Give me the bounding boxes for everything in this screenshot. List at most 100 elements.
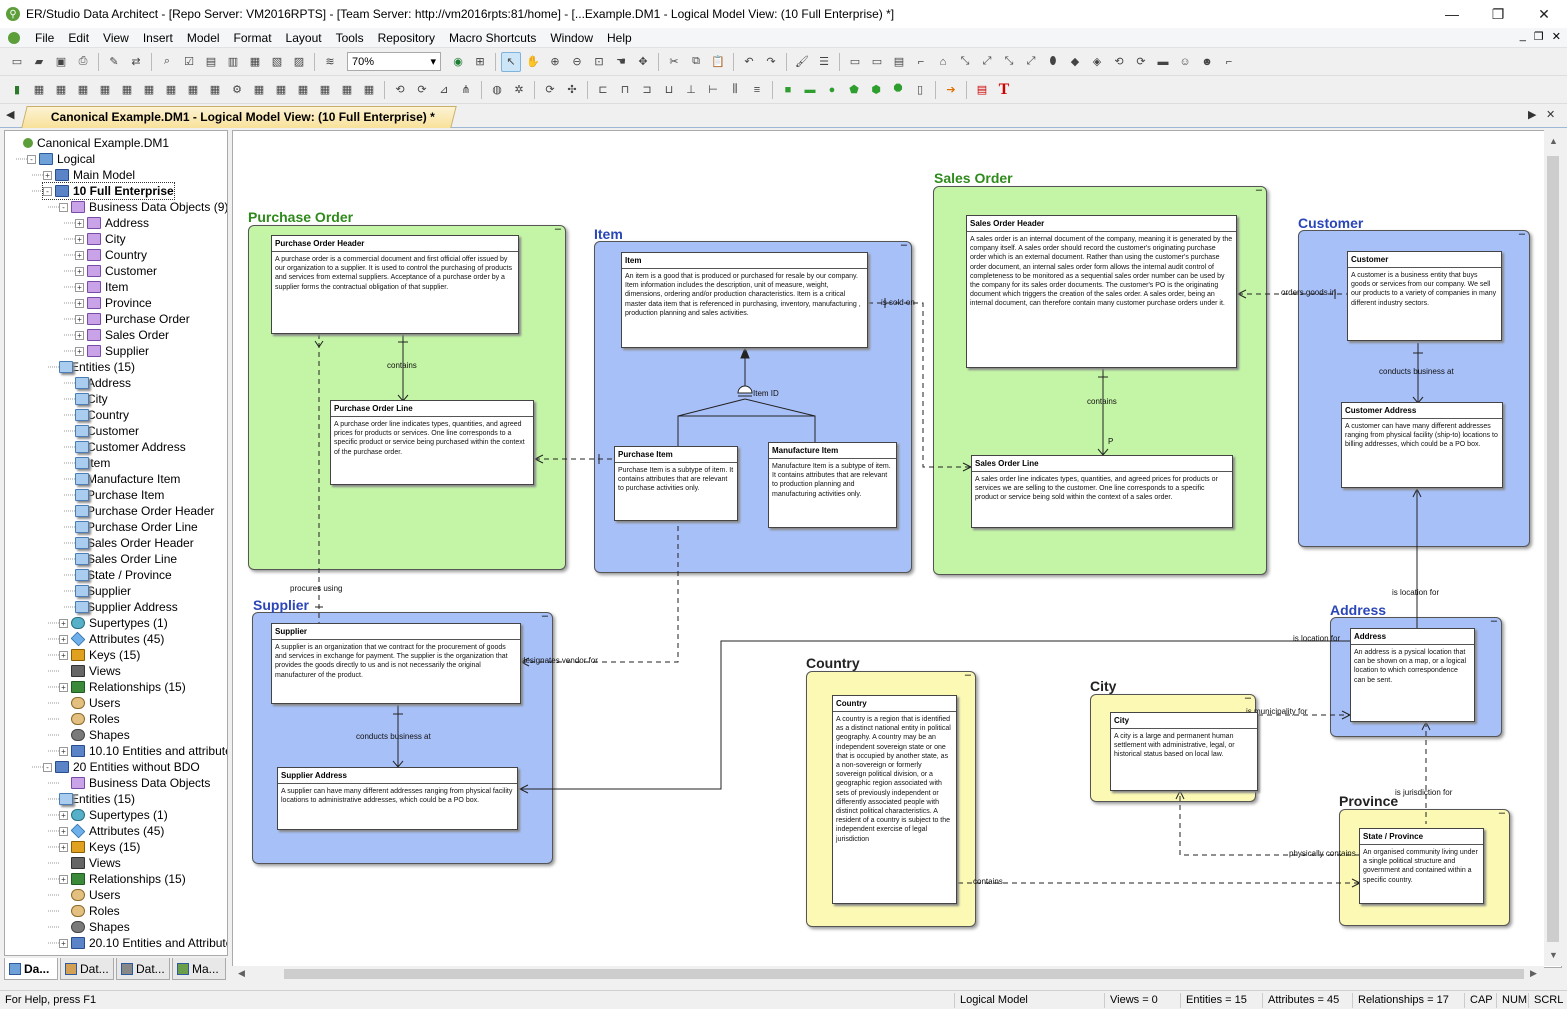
- scroll-down-icon[interactable]: ▼: [1549, 950, 1558, 960]
- rel-label-conducts-customer[interactable]: conducts business at: [1379, 367, 1454, 376]
- menu-format[interactable]: Format: [233, 30, 272, 45]
- horizontal-scrollbar[interactable]: ◀ ▶: [232, 966, 1544, 982]
- expand-icon[interactable]: +: [59, 746, 68, 756]
- annotation-icon[interactable]: ▤: [976, 84, 988, 96]
- tree-node[interactable]: +10.10 Entities and attributes w: [59, 743, 227, 759]
- report-icon[interactable]: ▥: [227, 56, 239, 68]
- tree-node[interactable]: +Keys (15): [59, 839, 140, 855]
- tree-node[interactable]: +Attributes (45): [59, 823, 164, 839]
- text-icon[interactable]: T: [998, 80, 1010, 98]
- tree-node[interactable]: +Country: [75, 407, 129, 423]
- scroll-up-icon[interactable]: ▲: [1549, 136, 1558, 146]
- identifying-rel-icon[interactable]: ⤡: [960, 55, 970, 67]
- entity-sales-order-header[interactable]: Sales Order Header A sales order is an i…: [966, 215, 1237, 368]
- tab-scroll-right-icon[interactable]: ▶: [1528, 109, 1537, 121]
- rel-label-is-sold-on[interactable]: is sold on: [881, 298, 915, 307]
- tree-node[interactable]: +Supplier: [75, 343, 149, 359]
- entity-state-province[interactable]: State / Province An organised community …: [1359, 828, 1484, 904]
- check-icon[interactable]: ☑: [184, 56, 194, 68]
- entity-customer-address[interactable]: Customer Address A customer can have man…: [1341, 402, 1503, 488]
- tree-node[interactable]: Users: [59, 695, 120, 711]
- vertical-scrollbar[interactable]: ▲ ▼: [1544, 130, 1562, 966]
- tree-node[interactable]: +Sales Order Header: [75, 535, 194, 551]
- entity-city[interactable]: City A city is a large and permanent hum…: [1110, 712, 1258, 791]
- expand-icon[interactable]: +: [59, 826, 68, 836]
- tree-node[interactable]: +Item: [75, 279, 128, 295]
- tree-node[interactable]: Views: [59, 663, 121, 679]
- mdi-close-icon[interactable]: ✕: [1551, 31, 1561, 43]
- zoom-out-icon[interactable]: ⊖: [572, 56, 582, 68]
- team-icon[interactable]: ▦: [363, 84, 375, 96]
- entity-supplier-address[interactable]: Supplier Address A supplier can have man…: [277, 767, 518, 830]
- menu-window[interactable]: Window: [550, 30, 594, 45]
- naming-icon[interactable]: ▦: [187, 84, 199, 96]
- align-right-icon[interactable]: ⊐: [642, 84, 652, 96]
- expand-icon[interactable]: +: [75, 346, 84, 356]
- pentagon-icon[interactable]: ⬟: [849, 84, 859, 96]
- macro-icon[interactable]: ▦: [253, 84, 265, 96]
- collapse-icon[interactable]: -: [43, 186, 52, 196]
- entity-icon[interactable]: ▭: [849, 56, 861, 68]
- nonidentifying-rel-icon[interactable]: ⤢: [982, 55, 992, 67]
- mdi-restore-icon[interactable]: ❐: [1533, 31, 1544, 43]
- center-icon[interactable]: ✣: [567, 84, 577, 96]
- document-icon[interactable]: [8, 31, 20, 44]
- domain-icon[interactable]: ▦: [143, 84, 155, 96]
- tree-node[interactable]: +Purchase Order: [75, 311, 190, 327]
- entity-sales-order-line[interactable]: Sales Order Line A sales order line indi…: [971, 455, 1233, 528]
- relationship-icon[interactable]: ⌐: [917, 55, 925, 68]
- subtype-icon[interactable]: ⌂: [939, 55, 947, 68]
- print-icon[interactable]: ⎙: [78, 55, 88, 67]
- menu-file[interactable]: File: [35, 30, 55, 45]
- scroll-left-icon[interactable]: ◀: [238, 968, 245, 978]
- tree-node[interactable]: +Sales Order: [75, 327, 169, 343]
- save-icon[interactable]: ▣: [55, 56, 67, 68]
- undo-icon[interactable]: ↶: [744, 56, 754, 68]
- scroll-right-icon[interactable]: ▶: [1530, 968, 1537, 978]
- arrow-shape-icon[interactable]: ➔: [946, 84, 956, 96]
- tree-layout-icon[interactable]: ⋔: [461, 84, 471, 96]
- space-v-icon[interactable]: ≡: [753, 83, 761, 96]
- tree-node[interactable]: -10 Full Enterprise: [42, 182, 175, 200]
- line-icon[interactable]: ◆: [1070, 56, 1080, 68]
- rel-label-contains-so[interactable]: contains: [1087, 397, 1117, 406]
- vertical-scroll-thumb[interactable]: [1547, 156, 1559, 942]
- orthogonal-layout-icon[interactable]: ⊿: [439, 84, 449, 96]
- entity-manufacture-item[interactable]: Manufacture Item Manufacture Item is a s…: [768, 442, 897, 528]
- expand-icon[interactable]: +: [75, 330, 84, 340]
- expand-icon[interactable]: +: [75, 218, 84, 228]
- properties-icon[interactable]: ☰: [819, 56, 829, 68]
- menu-model[interactable]: Model: [186, 30, 220, 45]
- expand-icon[interactable]: +: [59, 618, 68, 628]
- horizontal-scroll-thumb[interactable]: [284, 969, 1524, 979]
- collapse-icon[interactable]: -: [59, 202, 68, 212]
- settings-icon[interactable]: ⚙: [232, 84, 242, 96]
- rel-label-contains-po[interactable]: contains: [387, 361, 417, 370]
- sql-icon[interactable]: ▤: [205, 56, 217, 68]
- menu-layout[interactable]: Layout: [285, 30, 322, 45]
- mdi-minimize-icon[interactable]: _: [1519, 30, 1526, 42]
- paste-icon[interactable]: 📋: [711, 56, 725, 68]
- rel-label-conducts-supplier[interactable]: conducts business at: [356, 732, 431, 741]
- select-icon[interactable]: ↖: [501, 51, 521, 72]
- tree-node[interactable]: -Logical: [27, 151, 95, 167]
- submodel-icon[interactable]: ▦: [165, 84, 177, 96]
- expand-icon[interactable]: +: [75, 314, 84, 324]
- tree-node[interactable]: +Customer Address: [75, 439, 186, 455]
- tree-node[interactable]: Business Data Objects: [59, 775, 210, 791]
- tab-data-dictionary[interactable]: Dat...: [60, 958, 114, 980]
- shape-icon[interactable]: ⬮: [1049, 55, 1057, 67]
- auto-layout-icon[interactable]: ⟲: [395, 84, 405, 96]
- rel-label-is-location-for-2[interactable]: is location for: [1293, 634, 1341, 643]
- tree-node[interactable]: +City: [75, 391, 108, 407]
- bend-icon[interactable]: ◈: [1092, 56, 1102, 68]
- repository-icon[interactable]: ▦: [275, 84, 287, 96]
- validate-icon[interactable]: ▦: [209, 84, 221, 96]
- menu-help[interactable]: Help: [607, 30, 632, 45]
- rel-label-item-id[interactable]: Item ID: [753, 389, 779, 398]
- expand-icon[interactable]: +: [59, 682, 68, 692]
- tab-scroll-left-icon[interactable]: ◀: [6, 109, 15, 121]
- tree-node[interactable]: Roles: [59, 711, 120, 727]
- tree-node[interactable]: Views: [59, 855, 121, 871]
- cut-icon[interactable]: ✂: [669, 56, 679, 68]
